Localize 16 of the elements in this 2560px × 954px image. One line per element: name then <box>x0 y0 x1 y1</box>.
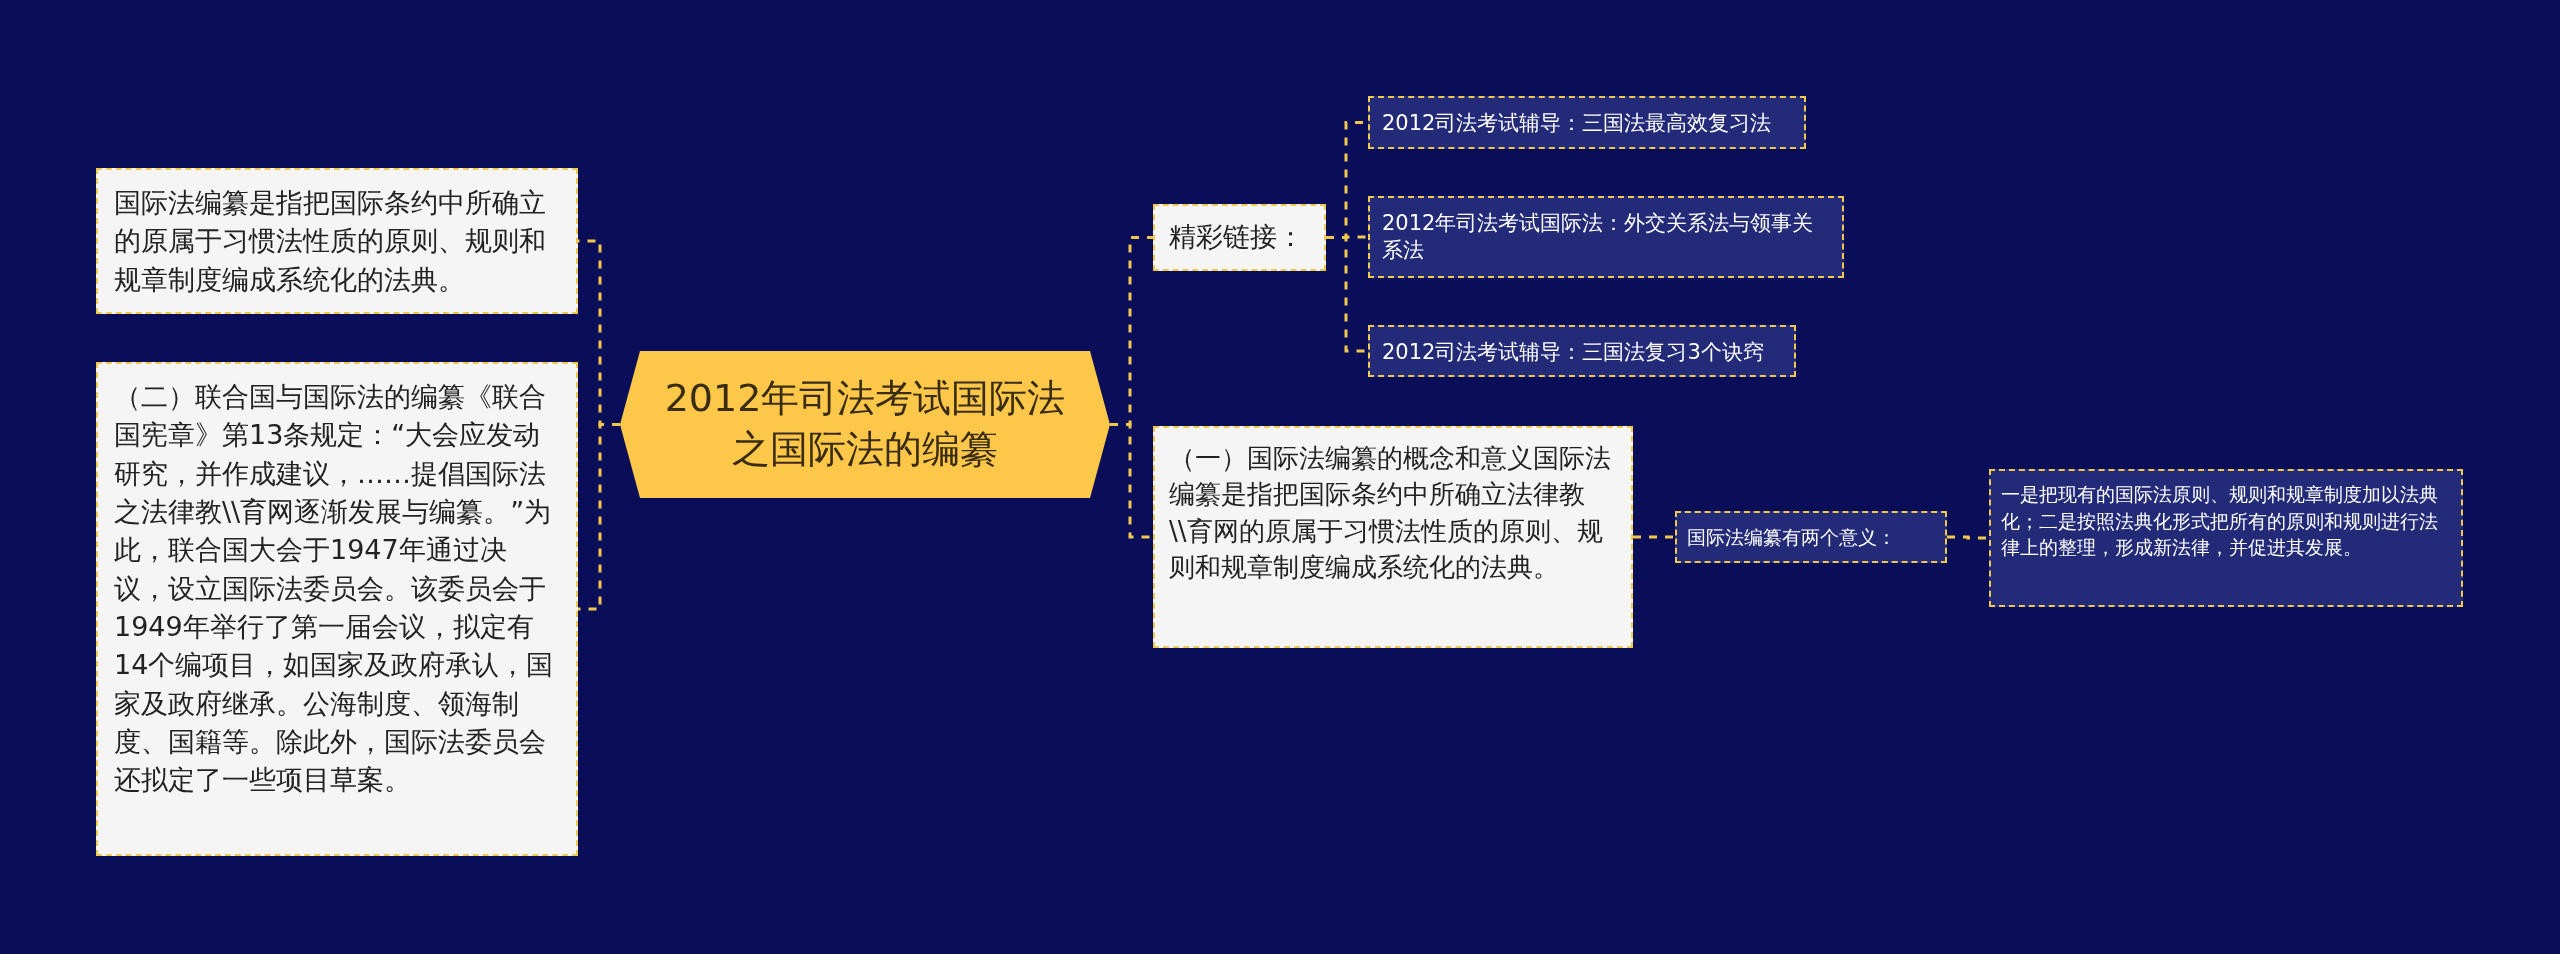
connector-line <box>578 423 620 611</box>
text-box: （二）联合国与国际法的编纂《联合国宪章》第13条规定：“大会应发动研究，并作成建议，……提倡国际法之法律教\\育网逐渐发展与编纂。”为此，联合国大会于1947年通过决议，设立国际法委员会。该委员会于1949年举行了第一届会议，拟定有14个编项目，如国家及政府承认，国家及政府继承。公海制度、领海制度、国籍等。除此外，国际法委员会还拟定了一些项目草案。 <box>96 362 578 856</box>
topic-hexagon <box>620 351 1110 498</box>
connector-line <box>1326 236 1368 353</box>
link-box: 2012年司法考试国际法：外交关系法与领事关系法 <box>1368 196 1844 278</box>
connector-line <box>1947 535 1989 540</box>
text-box: （一）国际法编纂的概念和意义国际法编纂是指把国际条约中所确立法律教\\育网的原属于习惯法性质的原则、规则和规章制度编成系统化的法典。 <box>1153 426 1633 648</box>
connector-line <box>1633 535 1675 539</box>
text-box: 国际法编纂是指把国际条约中所确立的原属于习惯法性质的原则、规则和规章制度编成系统化的法典。 <box>96 168 578 314</box>
text-box: 精彩链接： <box>1153 204 1326 271</box>
link-box: 2012司法考试辅导：三国法复习3个诀窍 <box>1368 325 1796 377</box>
link-box: 2012司法考试辅导：三国法最高效复习法 <box>1368 96 1806 149</box>
connector-line <box>1110 423 1153 539</box>
text-box: 国际法编纂有两个意义： <box>1675 511 1947 563</box>
text-box: 一是把现有的国际法原则、规则和规章制度加以法典化；二是按照法典化形式把所有的原则和规则进行法律上的整理，形成新法律，并促进其发展。 <box>1989 469 2463 607</box>
topic-title: 2012年司法考试国际法之国际法的编纂 <box>663 375 1067 474</box>
